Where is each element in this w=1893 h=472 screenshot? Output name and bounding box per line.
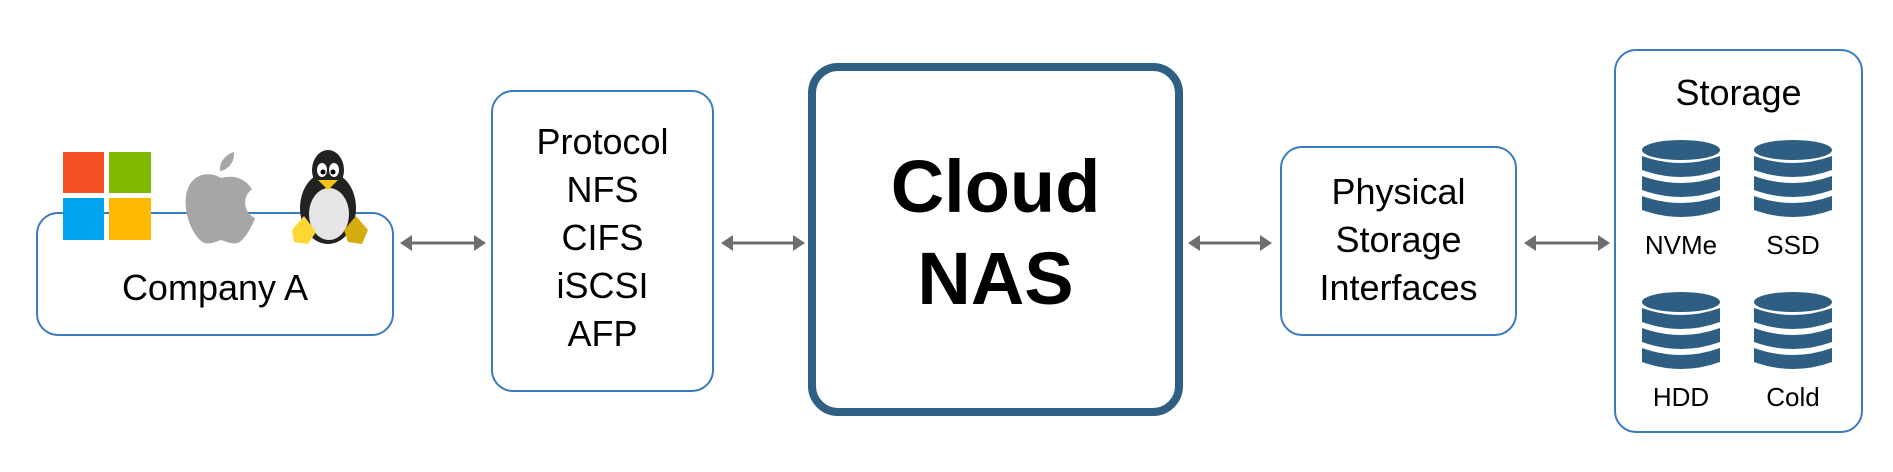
protocol-item: CIFS (561, 217, 644, 258)
storage-title: Storage (1675, 72, 1802, 113)
tier-label-nvme: NVMe (1644, 230, 1718, 260)
protocol-item: iSCSI (556, 265, 649, 306)
bidirectional-arrow (400, 235, 486, 251)
database-icon-ssd (1754, 140, 1832, 217)
protocol-title: Protocol (536, 121, 669, 162)
protocol-item: AFP (567, 313, 638, 354)
windows-logo-icon (63, 152, 151, 240)
nas-title-line1: Cloud (890, 145, 1101, 228)
physical-line: Physical (1331, 171, 1466, 212)
cloud-nas-box: Cloud NAS (808, 63, 1183, 416)
tier-label-hdd: HDD (1652, 382, 1710, 412)
physical-line: Interfaces (1319, 267, 1478, 308)
tier-label-ssd: SSD (1766, 230, 1820, 260)
storage-box: Storage (1614, 49, 1863, 433)
bidirectional-arrow (721, 235, 805, 251)
bidirectional-arrow (1188, 235, 1272, 251)
nas-title-line2: NAS (917, 237, 1074, 320)
apple-logo-icon (185, 152, 255, 244)
physical-interfaces-box: Physical Storage Interfaces (1280, 146, 1517, 336)
database-icon-cold (1754, 292, 1832, 369)
physical-line: Storage (1335, 219, 1462, 260)
client-label: Company A (121, 267, 309, 308)
database-icon-nvme (1642, 140, 1720, 217)
database-icon-hdd (1642, 292, 1720, 369)
protocol-box: Protocol NFS CIFS iSCSI AFP (491, 90, 714, 392)
protocol-item: NFS (566, 169, 639, 210)
tier-label-cold: Cold (1766, 382, 1820, 412)
linux-tux-icon (292, 150, 368, 244)
bidirectional-arrow (1524, 235, 1610, 251)
